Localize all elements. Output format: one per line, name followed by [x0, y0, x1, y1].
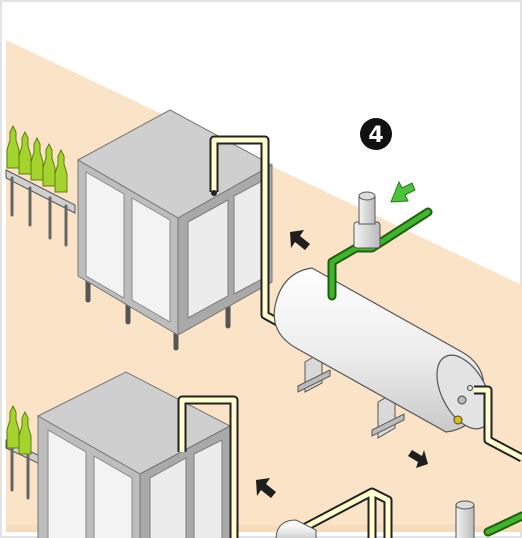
- conveyor-legs: [10, 176, 68, 247]
- bottles-upper: [6, 124, 68, 193]
- gauge-icon: [457, 395, 467, 405]
- machine-panel: [187, 199, 229, 319]
- bottle-conveyor-upper: [5, 124, 76, 247]
- inflow-arrow-icon: [390, 180, 416, 203]
- valve-icon: [353, 191, 381, 249]
- machine-panel: [193, 439, 223, 538]
- receiver-tank-icon: [273, 267, 492, 439]
- flow-arrow-icon: [256, 478, 276, 498]
- step-number-text: 4: [368, 123, 383, 148]
- machine-panel: [85, 171, 125, 299]
- step-number-badge: 4: [360, 118, 392, 150]
- bottle-conveyor-lower: [5, 404, 41, 500]
- filling-machine-upper: [76, 109, 274, 351]
- machine-panel: [233, 179, 265, 295]
- gauge-icon: [453, 415, 463, 425]
- machine-panel: [149, 457, 187, 538]
- machine-panel: [131, 197, 171, 323]
- machine-panel: [93, 455, 133, 538]
- valve-icon-lower: [455, 500, 475, 538]
- receiver-tank-lower: [275, 519, 317, 538]
- flow-arrow-icon: [408, 450, 428, 468]
- flow-arrow-icon: [290, 230, 310, 250]
- machine-panel: [47, 429, 87, 538]
